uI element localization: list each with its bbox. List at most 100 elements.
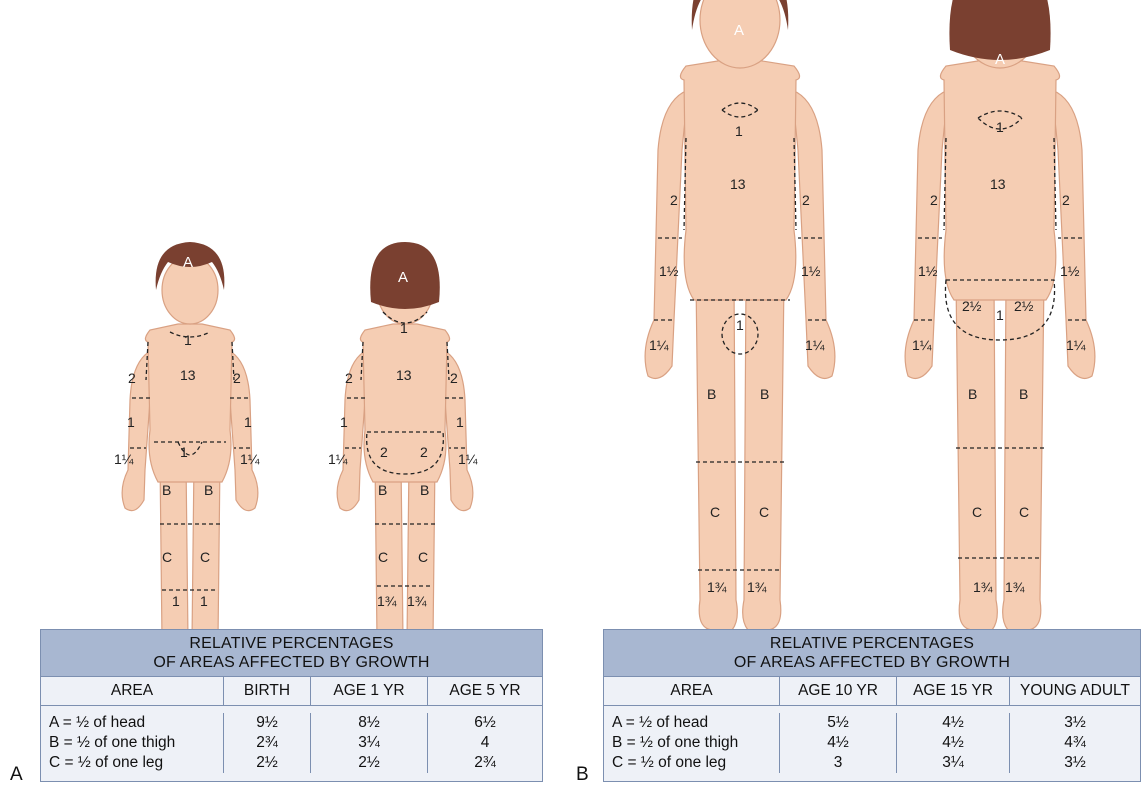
- label-upper-arm-l: 2: [802, 192, 810, 208]
- col-area: A = ½ of head B = ½ of one thigh C = ½ o…: [604, 713, 780, 773]
- col-header-area: AREA: [41, 677, 224, 705]
- col-header-birth: BIRTH: [224, 677, 311, 705]
- table-header-row: AREA AGE 10 YR AGE 15 YR YOUNG ADULT: [604, 677, 1140, 706]
- label-hand-r: 1¼: [114, 451, 134, 467]
- table-cell: 2¾: [224, 733, 310, 753]
- panel-letter-a: A: [10, 764, 23, 786]
- label-head: A: [995, 51, 1005, 68]
- col-age-1: 8½ 3¼ 2½: [311, 713, 428, 773]
- label-hand-l: 1¼: [805, 337, 825, 353]
- table-cell: 8½: [311, 713, 427, 733]
- label-buttock-l: 2: [420, 444, 428, 460]
- label-forearm-l: 1: [456, 414, 464, 430]
- table-header-row: AREA BIRTH AGE 1 YR AGE 5 YR: [41, 677, 542, 706]
- table-cell: C = ½ of one leg: [49, 753, 223, 773]
- table-cell: 4½: [897, 713, 1009, 733]
- table-title-line1: RELATIVE PERCENTAGES: [41, 634, 542, 653]
- table-title-line1: RELATIVE PERCENTAGES: [604, 634, 1140, 653]
- table-cell: 2½: [311, 753, 427, 773]
- label-leg-l: C: [759, 504, 769, 520]
- label-thigh-l: B: [1019, 386, 1028, 402]
- label-leg-l: C: [1019, 504, 1029, 520]
- label-thigh-r: B: [707, 386, 716, 402]
- table-cell: 3¼: [311, 733, 427, 753]
- col-birth: 9½ 2¾ 2½: [224, 713, 311, 773]
- table-body: A = ½ of head B = ½ of one thigh C = ½ o…: [604, 706, 1140, 773]
- label-foot-r: 1¾: [707, 579, 727, 595]
- label-sacral: 1: [996, 307, 1004, 323]
- label-neck: 1: [400, 320, 408, 336]
- label-foot-l: 1¾: [1005, 579, 1025, 595]
- label-leg-l: C: [418, 549, 428, 565]
- label-upper-arm-r: 2: [345, 370, 353, 386]
- label-upper-arm-r: 2: [128, 370, 136, 386]
- label-forearm-r: 1: [127, 414, 135, 430]
- table-cell: B = ½ of one thigh: [49, 733, 223, 753]
- label-forearm-l: 1: [244, 414, 252, 430]
- figure-adult-front: [645, 0, 835, 630]
- label-genitals: 1: [736, 317, 744, 333]
- table-cell: 9½: [224, 713, 310, 733]
- label-forearm-r: 1½: [659, 263, 679, 279]
- table-cell: 3½: [1010, 713, 1140, 733]
- label-trunk: 13: [730, 176, 746, 192]
- label-neck: 1: [735, 123, 743, 139]
- label-leg-r: C: [972, 504, 982, 520]
- table-cell: C = ½ of one leg: [612, 753, 779, 773]
- figure-birth-back: [337, 242, 473, 630]
- label-foot-r: 1: [172, 593, 180, 609]
- table-cell: B = ½ of one thigh: [612, 733, 779, 753]
- label-forearm-r: 1: [340, 414, 348, 430]
- panel-letter-b: B: [576, 764, 589, 786]
- label-upper-arm-r: 2: [930, 192, 938, 208]
- label-leg-r: C: [710, 504, 720, 520]
- label-head: A: [734, 22, 744, 39]
- table-cell: 4½: [780, 733, 896, 753]
- label-buttock-l: 2½: [1014, 298, 1034, 314]
- col-header-area: AREA: [604, 677, 780, 705]
- table-title: RELATIVE PERCENTAGES OF AREAS AFFECTED B…: [41, 630, 542, 677]
- label-hand-l: 1¼: [240, 451, 260, 467]
- col-age-5: 6½ 4 2¾: [428, 713, 542, 773]
- label-neck: 1: [996, 119, 1004, 135]
- label-forearm-l: 1½: [1060, 263, 1080, 279]
- label-upper-arm-l: 2: [1062, 192, 1070, 208]
- table-cell: A = ½ of head: [49, 713, 223, 733]
- col-age-10: 5½ 4½ 3: [780, 713, 897, 773]
- label-forearm-r: 1½: [918, 263, 938, 279]
- label-foot-l: 1¾: [407, 593, 427, 609]
- col-header-age-1: AGE 1 YR: [311, 677, 428, 705]
- table-cell: 5½: [780, 713, 896, 733]
- label-neck: 1: [184, 332, 192, 348]
- label-genitals: 1: [180, 444, 188, 460]
- label-foot-l: 1¾: [747, 579, 767, 595]
- label-trunk: 13: [180, 367, 196, 383]
- label-upper-arm-l: 2: [233, 370, 241, 386]
- label-foot-r: 1¾: [973, 579, 993, 595]
- label-hand-l: 1¼: [1066, 337, 1086, 353]
- growth-table-a: RELATIVE PERCENTAGES OF AREAS AFFECTED B…: [40, 629, 543, 782]
- table-cell: 6½: [428, 713, 542, 733]
- table-cell: 2½: [224, 753, 310, 773]
- table-cell: 4½: [897, 733, 1009, 753]
- label-forearm-l: 1½: [801, 263, 821, 279]
- table-cell: 3½: [1010, 753, 1140, 773]
- table-cell: 2¾: [428, 753, 542, 773]
- label-thigh-r: B: [378, 482, 387, 498]
- table-cell: 4¾: [1010, 733, 1140, 753]
- col-area: A = ½ of head B = ½ of one thigh C = ½ o…: [41, 713, 224, 773]
- table-title-line2: OF AREAS AFFECTED BY GROWTH: [604, 653, 1140, 672]
- label-head: A: [183, 254, 193, 271]
- label-upper-arm-l: 2: [450, 370, 458, 386]
- label-leg-r: C: [378, 549, 388, 565]
- label-leg-l: C: [200, 549, 210, 565]
- col-header-age-5: AGE 5 YR: [428, 677, 542, 705]
- table-cell: A = ½ of head: [612, 713, 779, 733]
- label-head: A: [398, 269, 408, 286]
- label-thigh-r: B: [162, 482, 171, 498]
- label-trunk: 13: [990, 176, 1006, 192]
- label-thigh-l: B: [420, 482, 429, 498]
- table-cell: 4: [428, 733, 542, 753]
- col-header-age-15: AGE 15 YR: [897, 677, 1010, 705]
- label-hand-r: 1¼: [328, 451, 348, 467]
